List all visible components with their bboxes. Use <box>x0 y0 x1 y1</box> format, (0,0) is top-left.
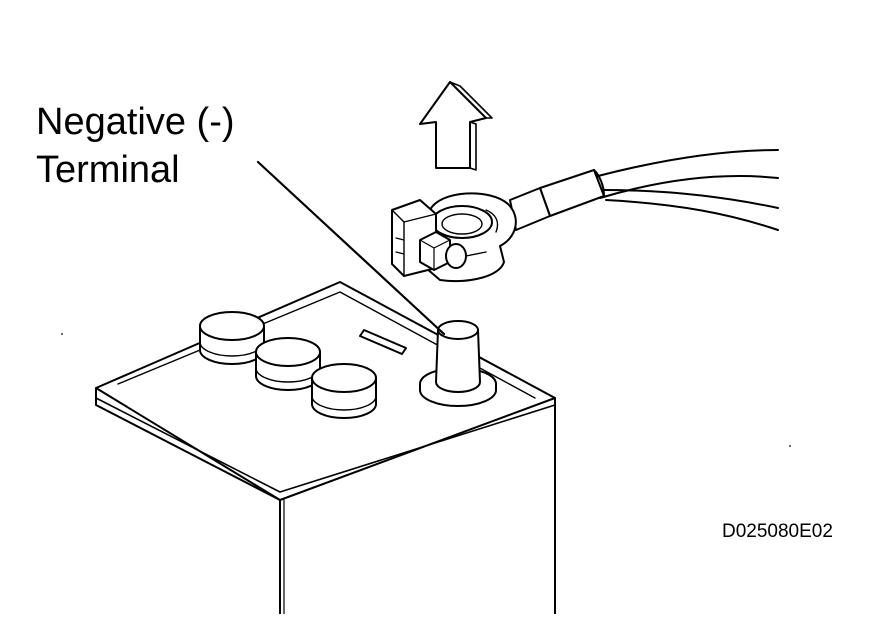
terminal-clamp <box>391 192 517 282</box>
vent-cap-2 <box>255 337 321 391</box>
up-arrow-icon <box>419 81 493 171</box>
clamp-nut <box>419 231 451 271</box>
cable-sleeve <box>539 169 605 217</box>
callout-label-line1: Negative (-) <box>36 101 235 143</box>
clamp-bolt <box>445 243 467 269</box>
vent-cap-3 <box>311 363 377 419</box>
figure-code: D025080E02 <box>722 521 833 542</box>
vent-cap-1 <box>199 311 265 365</box>
callout-label-line2: Terminal <box>36 149 180 191</box>
callout-leader-line <box>256 160 446 336</box>
negative-terminal-post <box>419 320 497 407</box>
battery <box>95 281 556 615</box>
negative-sign-mark <box>359 329 407 355</box>
battery-cable <box>509 149 779 231</box>
terminal-post-body <box>435 329 481 393</box>
battery-top-edge <box>95 387 556 493</box>
